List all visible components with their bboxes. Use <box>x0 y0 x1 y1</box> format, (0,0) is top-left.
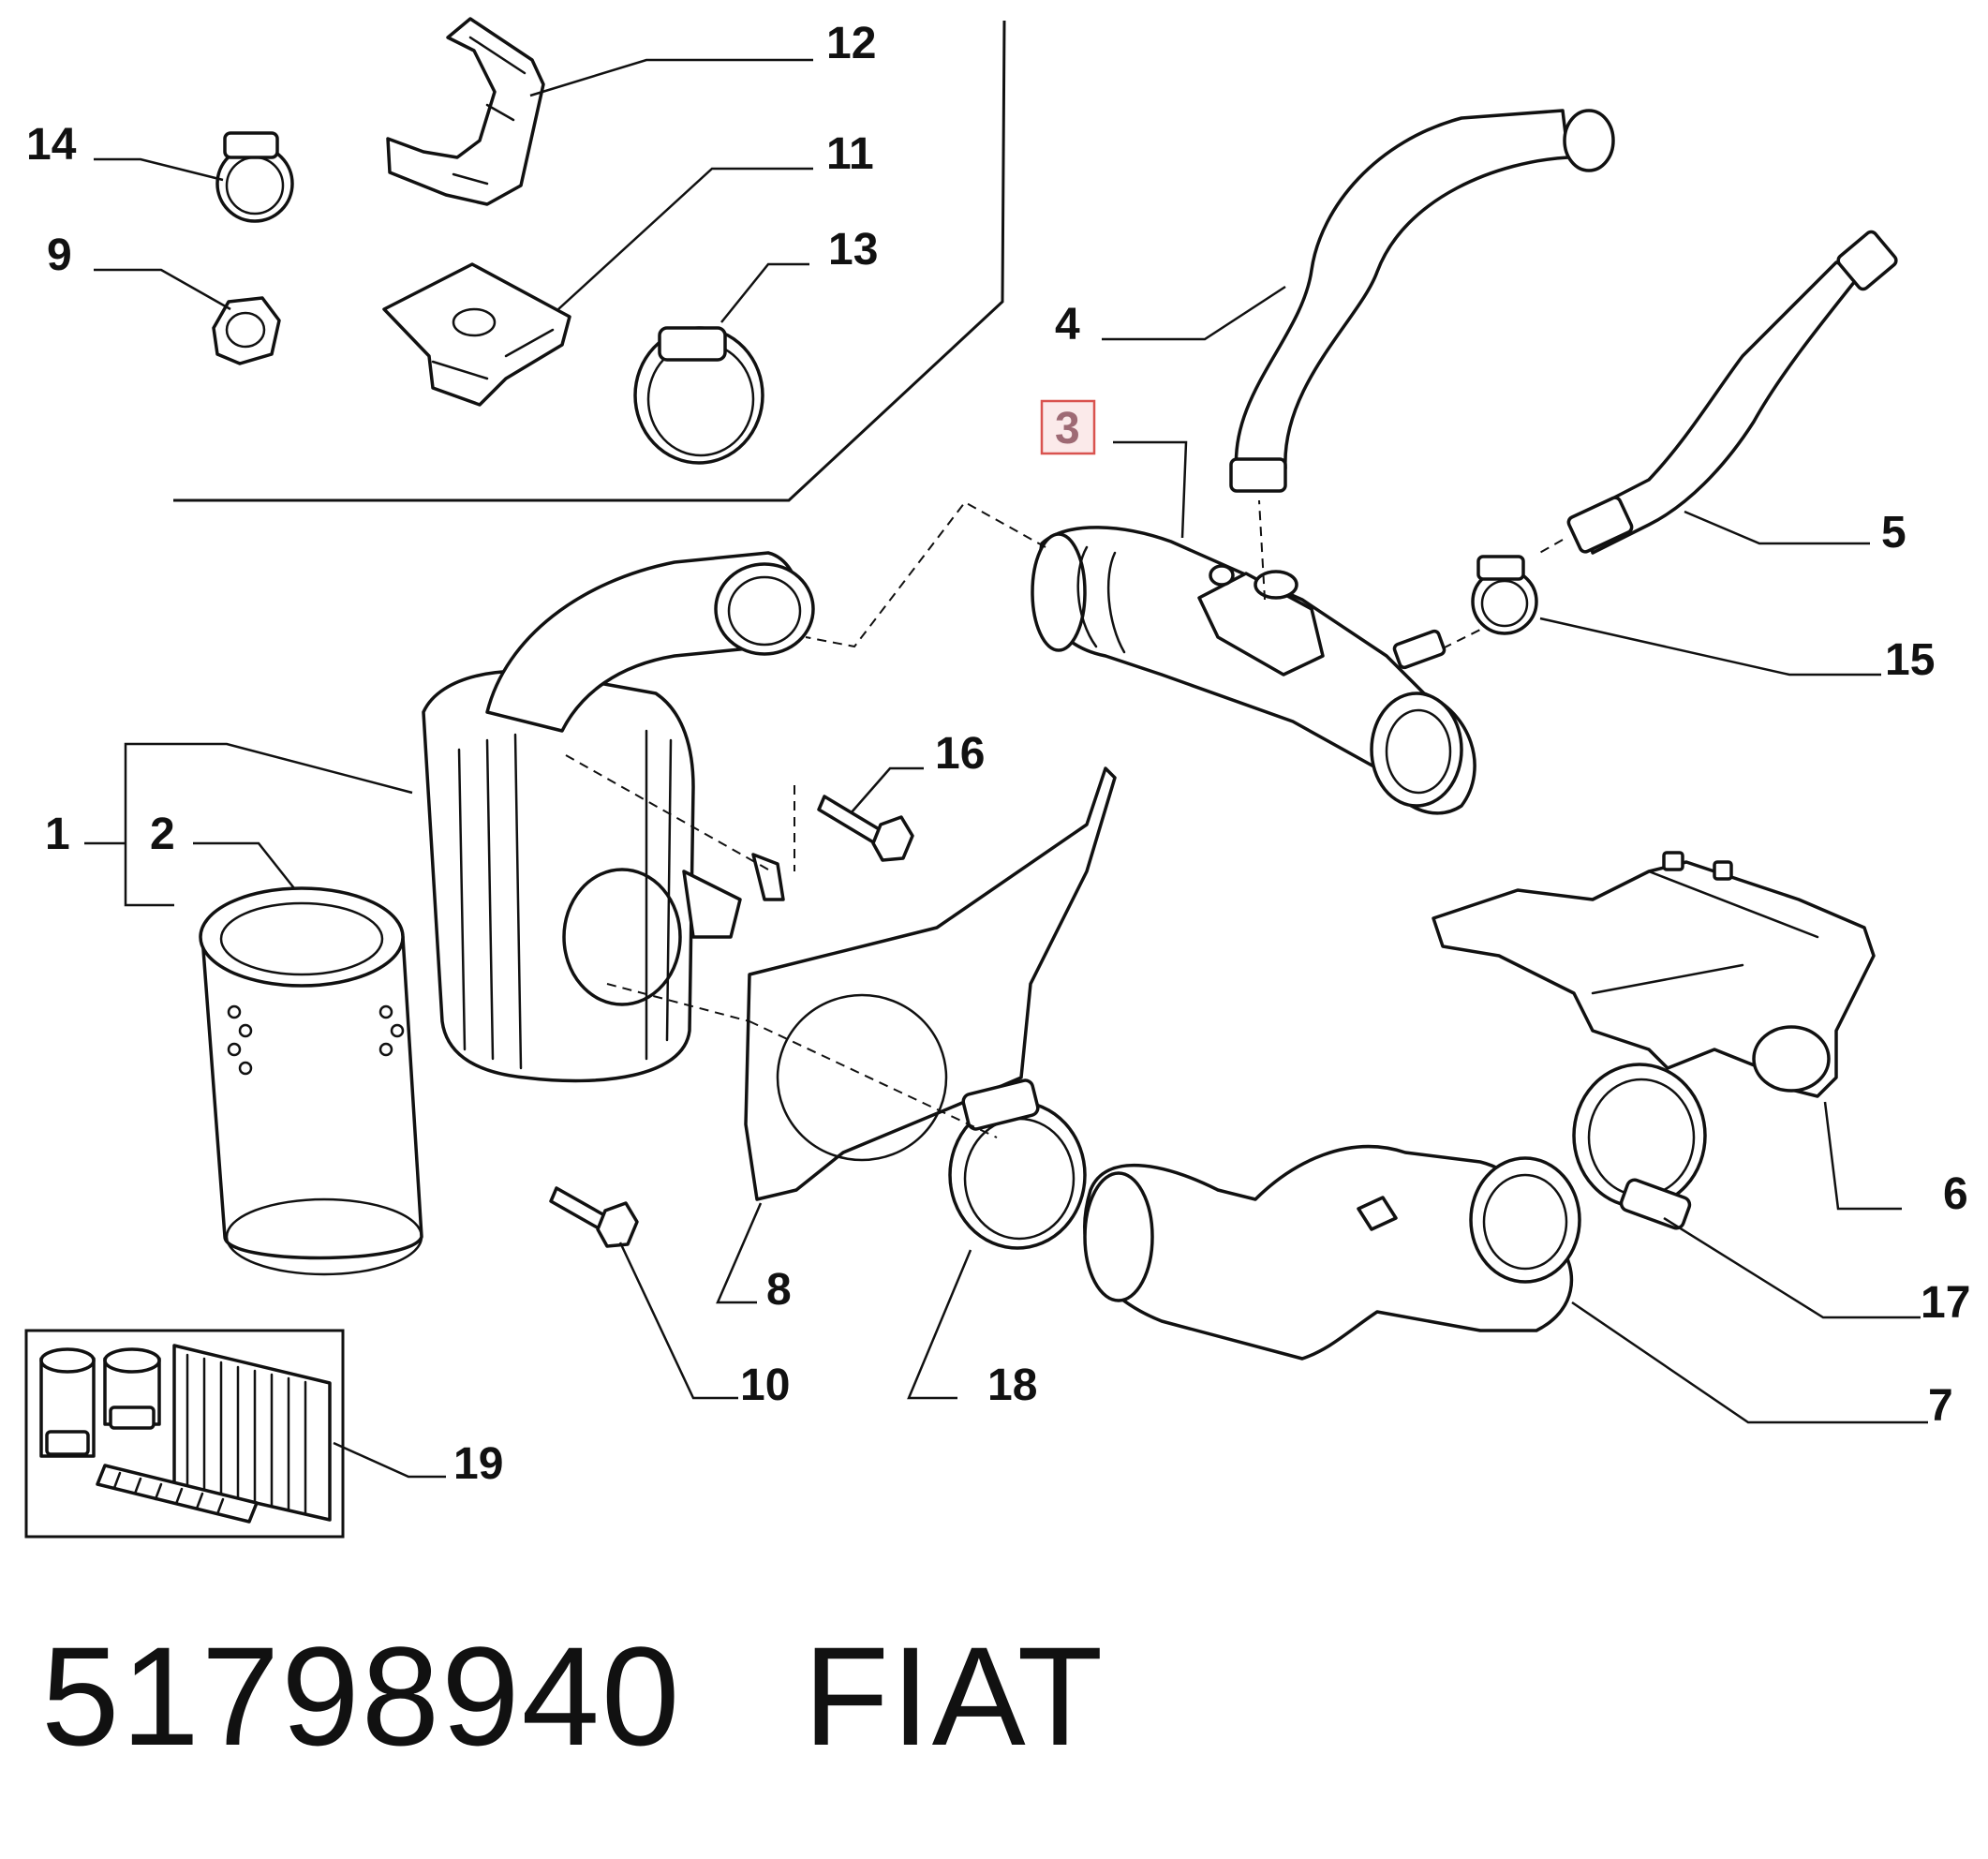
part-15-clamp <box>1471 555 1538 635</box>
callout-19[interactable]: 19 <box>453 1439 503 1489</box>
leader-lines <box>84 58 1928 1479</box>
part-8-bracket <box>744 766 1117 1201</box>
part-5-tube <box>1566 230 1898 555</box>
part-3-intake-duct <box>1031 526 1476 815</box>
part-19-inset <box>24 1329 345 1539</box>
highlight-box <box>1040 399 1096 455</box>
callout-8[interactable]: 8 <box>766 1265 792 1315</box>
callout-1[interactable]: 1 <box>45 810 70 859</box>
part-4-hose <box>1229 109 1615 493</box>
callout-2[interactable]: 2 <box>150 810 175 859</box>
callout-5[interactable]: 5 <box>1881 508 1906 558</box>
part-17-clamp <box>1572 1063 1707 1230</box>
part-1-filter-housing <box>422 551 815 1083</box>
part-6-air-intake <box>1432 851 1876 1098</box>
part-14-clamp <box>215 131 294 223</box>
callout-17[interactable]: 17 <box>1921 1278 1970 1328</box>
callout-6[interactable]: 6 <box>1943 1169 1968 1219</box>
callout-9[interactable]: 9 <box>47 231 72 280</box>
callout-13[interactable]: 13 <box>828 225 878 275</box>
small-parts-frame <box>173 20 1006 502</box>
part-number: 51798940 <box>41 1617 682 1775</box>
callout-15[interactable]: 15 <box>1885 635 1935 685</box>
part-9-nut <box>212 296 281 365</box>
part-12-clip <box>386 17 545 206</box>
part-10-bolt <box>549 1186 639 1248</box>
oil-filter-1-icon <box>39 1347 96 1458</box>
part-11-bracket <box>382 262 571 407</box>
assembly-lines <box>565 499 1564 1138</box>
callout-12[interactable]: 12 <box>826 19 876 68</box>
part-13-clamp <box>633 326 764 465</box>
callout-14[interactable]: 14 <box>26 120 77 170</box>
air-filter-panel-icon <box>172 1344 332 1522</box>
callout-10[interactable]: 10 <box>740 1361 790 1410</box>
part-7-duct <box>1083 1144 1581 1361</box>
callout-16[interactable]: 16 <box>935 729 985 779</box>
callout-18[interactable]: 18 <box>987 1361 1037 1410</box>
callout-labels: 1 2 3 4 5 6 7 8 9 10 11 12 13 14 15 16 1… <box>26 19 1970 1489</box>
callout-11[interactable]: 11 <box>826 129 874 179</box>
oil-filter-2-icon <box>103 1347 161 1430</box>
part-16-bolt <box>817 795 914 862</box>
callout-7[interactable]: 7 <box>1928 1381 1953 1431</box>
part-2-filter-element <box>199 886 423 1276</box>
cabin-filter-icon <box>96 1464 259 1524</box>
part-18-clamp <box>948 1078 1087 1250</box>
callout-4[interactable]: 4 <box>1055 300 1080 349</box>
brand-name: FIAT <box>803 1617 1105 1775</box>
callout-3[interactable]: 3 <box>1055 404 1080 454</box>
